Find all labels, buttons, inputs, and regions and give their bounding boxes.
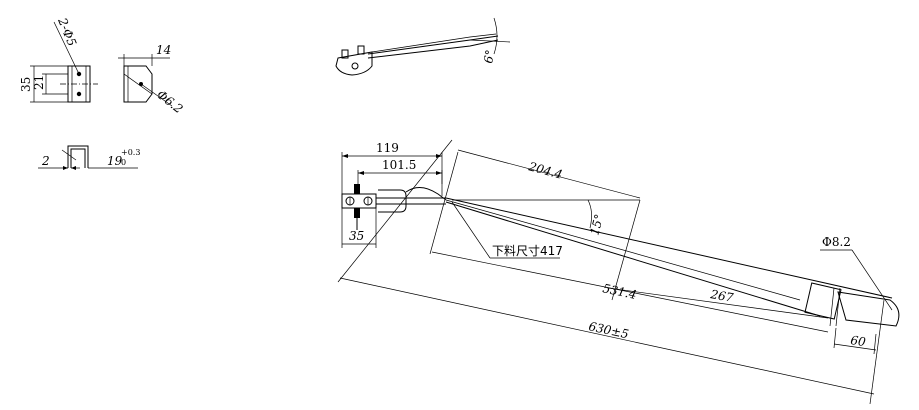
- dim-line-phi8-2: [820, 249, 893, 311]
- dim-line-35-bottom: [341, 208, 377, 248]
- dim-531-4: 531.4: [601, 281, 638, 302]
- dim-19: 19: [107, 154, 123, 168]
- dim-line-630: [337, 139, 885, 405]
- dim-630: 630±5: [587, 319, 630, 341]
- dim-101-5: 101.5: [382, 158, 416, 172]
- dim-line-101-5: [357, 170, 443, 184]
- dim-19-tol-lower: 0: [121, 158, 126, 167]
- dim-line-204-4: [429, 149, 641, 301]
- dim-15deg: 15°: [587, 213, 606, 237]
- main-arm-assembly: [341, 184, 900, 327]
- detail-arm-perspective: [335, 17, 511, 76]
- dim-60: 60: [850, 333, 867, 349]
- cut-length-leader: [451, 201, 560, 259]
- dim-267: 267: [708, 287, 734, 305]
- dim-35-bottom: 35: [349, 229, 364, 243]
- dim-14: 14: [156, 43, 171, 57]
- dim-119: 119: [376, 141, 399, 155]
- dim-line-531-4: [431, 251, 829, 333]
- dim-6deg: 6°: [481, 49, 497, 65]
- dim-2: 2: [41, 154, 50, 168]
- cut-length-label: 下料尺寸417: [492, 244, 563, 258]
- dim-35-side: 35: [19, 77, 33, 92]
- detail-channel-section: [38, 145, 138, 170]
- dim-phi8-2: Φ8.2: [822, 235, 851, 249]
- dim-21: 21: [32, 75, 46, 90]
- detail-bracket-side: [118, 54, 173, 107]
- dim-line-60: [833, 327, 877, 355]
- dim-line-267: [607, 287, 829, 319]
- dim-19-tol-upper: +0.3: [121, 148, 140, 157]
- detail-bracket-front: [30, 21, 98, 103]
- angle-arc-15: [587, 199, 592, 229]
- dim-phi6-2: Φ6.2: [154, 87, 185, 116]
- dim-204-4: 204.4: [526, 159, 564, 182]
